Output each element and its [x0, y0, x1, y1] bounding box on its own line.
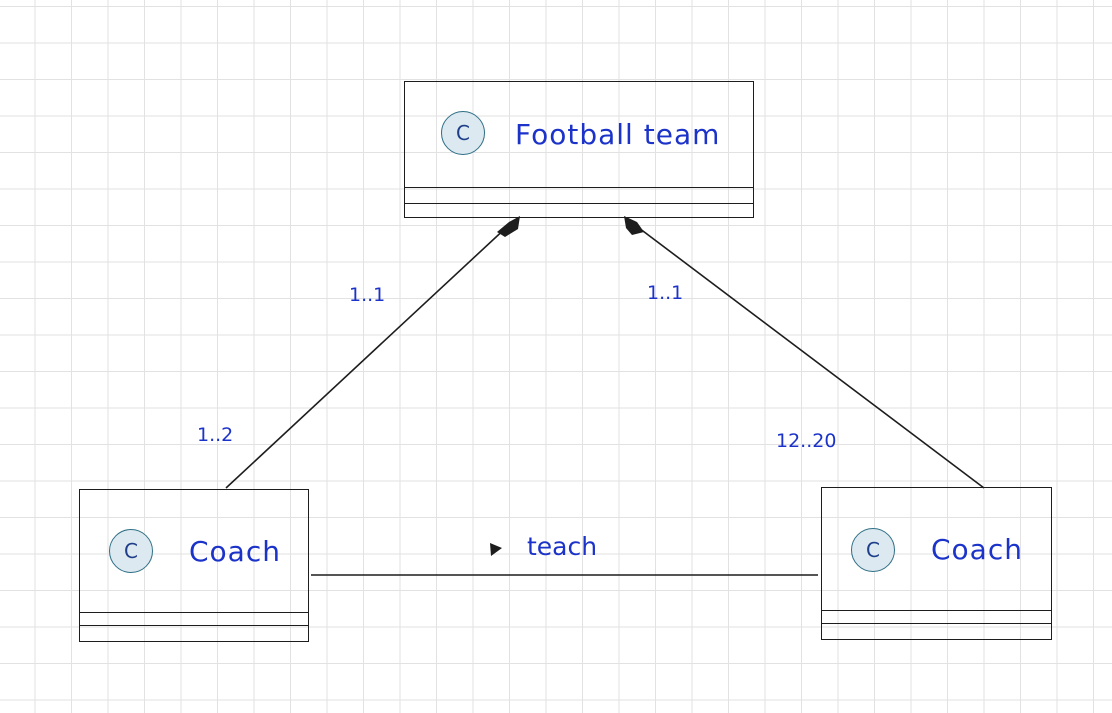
association-label: teach [527, 532, 598, 561]
triangle-right-icon [490, 543, 502, 556]
operations-divider [80, 625, 308, 626]
composition-diamond-right-icon [624, 216, 644, 235]
class-header: C Football team [405, 82, 753, 188]
attributes-divider [405, 187, 753, 188]
multiplicity-right-bottom: 12..20 [776, 430, 837, 452]
composition-line-left[interactable] [225, 224, 510, 489]
composition-diamond-left-icon [497, 216, 520, 237]
class-badge-icon: C [851, 528, 895, 572]
multiplicity-left-top: 1..1 [349, 284, 386, 306]
class-name-label: Coach [189, 534, 281, 568]
class-coach-right[interactable]: C Coach [821, 487, 1052, 640]
class-badge-icon: C [441, 111, 485, 155]
class-header: C Coach [822, 488, 1051, 610]
class-coach-left[interactable]: C Coach [79, 489, 309, 642]
class-football-team[interactable]: C Football team [404, 81, 754, 218]
multiplicity-right-top: 1..1 [647, 282, 684, 304]
class-badge-icon: C [109, 529, 153, 573]
attributes-divider [822, 610, 1051, 611]
operations-divider [822, 623, 1051, 624]
operations-divider [405, 203, 753, 204]
class-header: C Coach [80, 490, 308, 612]
class-name-label: Coach [931, 532, 1023, 566]
composition-line-right[interactable] [634, 224, 985, 489]
multiplicity-left-bottom: 1..2 [197, 424, 234, 446]
attributes-divider [80, 612, 308, 613]
class-name-label: Football team [515, 117, 721, 151]
